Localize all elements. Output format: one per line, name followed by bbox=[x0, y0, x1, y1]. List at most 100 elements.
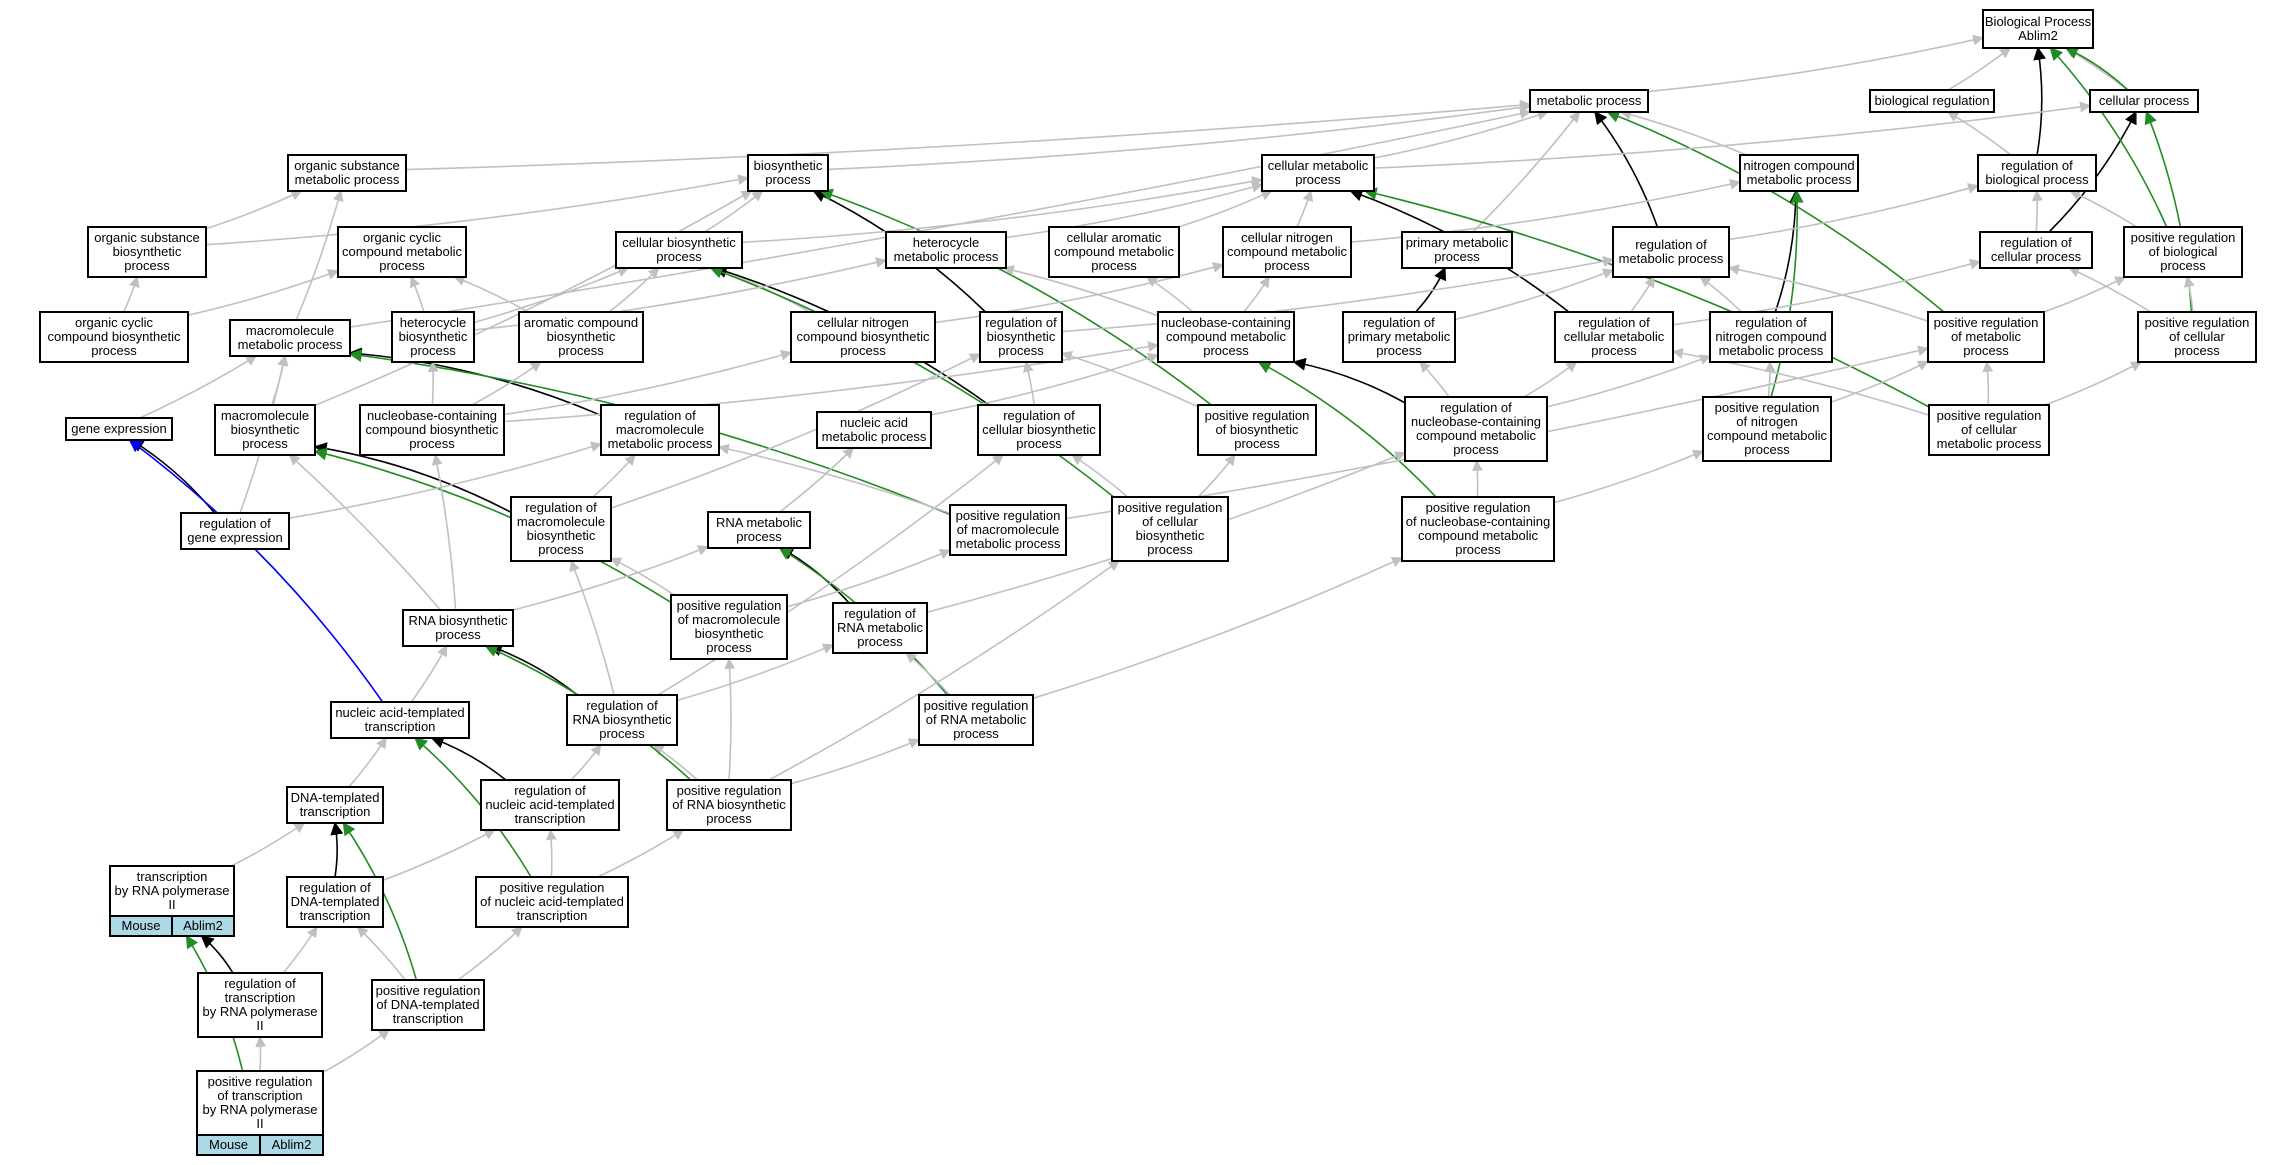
edge-line bbox=[905, 652, 951, 696]
node-label-line: nitrogen compound bbox=[1715, 329, 1826, 344]
node-box bbox=[1261, 154, 1375, 192]
edge-is-a bbox=[255, 1035, 267, 1072]
node-label-line: process bbox=[1234, 436, 1280, 451]
node-label-line: positive regulation bbox=[1118, 500, 1223, 515]
node-box bbox=[979, 311, 1063, 363]
edge-line bbox=[2069, 190, 2138, 228]
node-biological-regulation[interactable]: biological regulation bbox=[1869, 89, 1995, 113]
node-label-line: of nucleic acid-templated bbox=[480, 894, 624, 909]
node-label-line: compound metabolic bbox=[1227, 244, 1347, 259]
node-label-line: transcription bbox=[515, 811, 586, 826]
node-label-line: process bbox=[1434, 249, 1480, 264]
node-label-line: process bbox=[242, 436, 288, 451]
node-box bbox=[885, 231, 1007, 269]
node-box bbox=[286, 876, 384, 928]
edge-line bbox=[139, 355, 258, 419]
edge-line bbox=[1774, 189, 1803, 313]
node-label-line: regulation of bbox=[514, 783, 586, 798]
node-label-line: by RNA polymerase bbox=[115, 883, 230, 898]
node-label-line: regulation of bbox=[624, 408, 696, 423]
edge-is-a bbox=[704, 190, 764, 233]
node-label-line: biosynthetic bbox=[987, 329, 1056, 344]
node-label-line: of transcription bbox=[217, 1088, 302, 1103]
node-cellular-process[interactable]: cellular process bbox=[2089, 89, 2199, 113]
node-tag-mouse: Mouse bbox=[109, 915, 173, 937]
node-label-line: process bbox=[1453, 442, 1499, 457]
node-label-line: process bbox=[1963, 343, 2009, 358]
node-label-line: metabolic process bbox=[608, 436, 713, 451]
edge-line bbox=[709, 266, 1115, 498]
node-label-line: of RNA metabolic bbox=[926, 712, 1027, 727]
node-regulation-of-nucleobase-containing-compound-metabolic-process[interactable]: regulation ofnucleobase-containingcompou… bbox=[1404, 396, 1548, 462]
node-label-line: regulation of bbox=[1735, 315, 1807, 330]
node-label-line: regulation of bbox=[1363, 315, 1435, 330]
node-regulation-of-macromolecule-biosynthetic-process[interactable]: regulation ofmacromoleculebiosyntheticpr… bbox=[510, 496, 612, 562]
node-metabolic-process[interactable]: metabolic process bbox=[1529, 89, 1649, 113]
edge-is-a bbox=[1296, 189, 1314, 228]
edge-line bbox=[471, 361, 542, 406]
node-label-line: cellular nitrogen bbox=[1241, 230, 1333, 245]
node-gene-expression[interactable]: gene expression bbox=[65, 417, 173, 441]
node-label-line: regulation of bbox=[224, 976, 296, 991]
node-box bbox=[615, 231, 743, 269]
edge-is-a bbox=[1145, 276, 1194, 313]
edge-is-a bbox=[1523, 361, 1578, 398]
